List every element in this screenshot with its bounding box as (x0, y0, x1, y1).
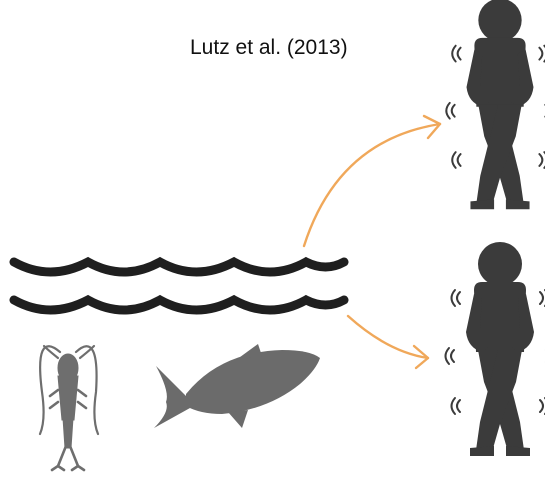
arrow-icon (304, 116, 440, 368)
fish-icon (154, 344, 320, 428)
citation-label: Lutz et al. (2013) (190, 36, 348, 60)
person-needing-toilet-icon (446, 242, 545, 456)
krill-icon (40, 346, 98, 470)
ocean-waves-icon (14, 262, 344, 310)
arrow-to-upper-person (304, 124, 440, 246)
arrow-to-lower-person (348, 316, 428, 358)
person-needing-toilet-icon (446, 0, 545, 209)
